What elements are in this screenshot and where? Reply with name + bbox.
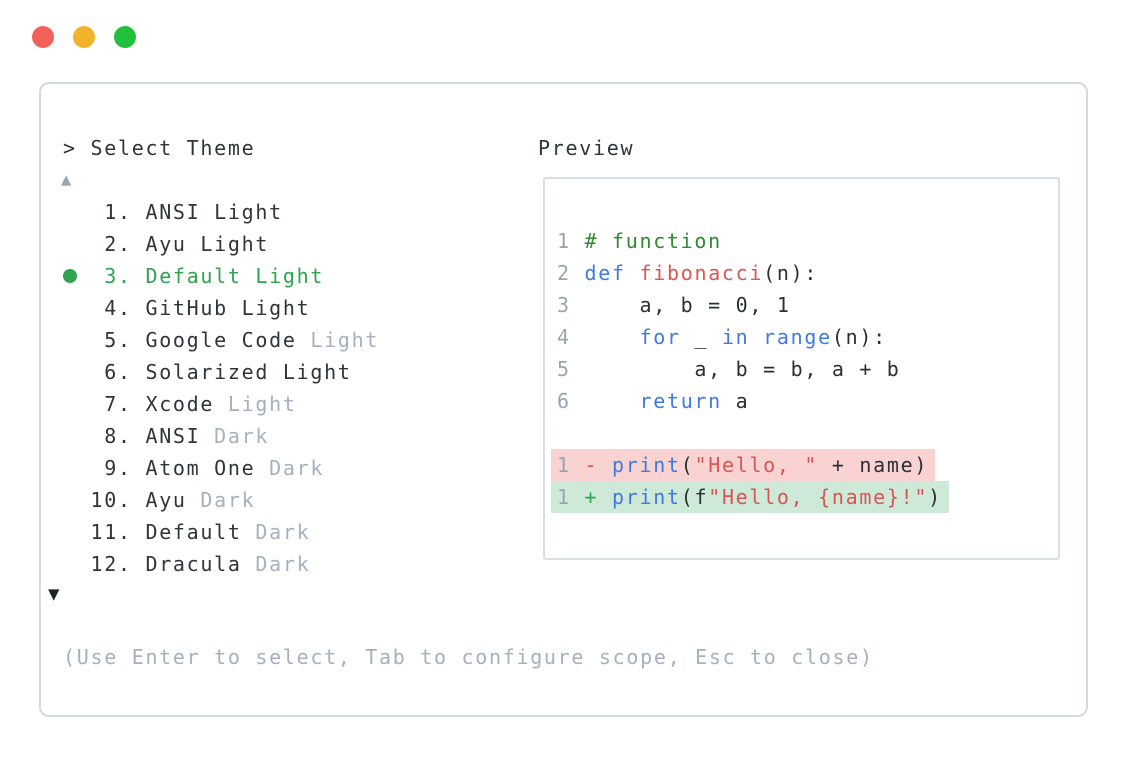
code-line: 3 a, b = 0, 1 (557, 293, 791, 317)
window-controls (32, 26, 136, 48)
theme-item-number: 4. (63, 296, 146, 320)
theme-item-number: 3. (63, 264, 146, 288)
line-number: 4 (557, 325, 571, 349)
theme-item-name: GitHub (145, 296, 242, 320)
theme-item-name: Ayu (145, 232, 201, 256)
theme-item-name: Google Code (145, 328, 311, 352)
theme-item-variant: Dark (200, 488, 256, 512)
theme-item-number: 11. (63, 520, 146, 544)
theme-item-number: 6. (63, 360, 146, 384)
theme-item-number: 10. (63, 488, 146, 512)
theme-item-name: Xcode (145, 392, 228, 416)
theme-item-name: Default (145, 520, 256, 544)
code-line: 4 for _ in range(n): (557, 325, 887, 349)
theme-item-variant: Dark (255, 520, 311, 544)
scroll-up-icon[interactable]: ▲ (61, 170, 73, 190)
line-number: 6 (557, 389, 571, 413)
theme-selector-panel: > Select Theme ▲ 1. ANSI Light 2. Ayu Li… (39, 82, 1088, 717)
line-number: 3 (557, 293, 571, 317)
line-number: 1 (557, 453, 571, 477)
theme-item-number: 2. (63, 232, 146, 256)
theme-item-variant: Light (227, 392, 297, 416)
theme-item-number: 12. (63, 552, 146, 576)
theme-item-name: Atom One (145, 456, 270, 480)
scroll-down-icon[interactable]: ▼ (48, 583, 62, 605)
theme-item-number: 9. (63, 456, 146, 480)
theme-item-variant: Light (200, 232, 270, 256)
line-number: 5 (557, 357, 571, 381)
theme-item-name: Ayu (145, 488, 201, 512)
code-line-blank (557, 417, 1058, 449)
line-number: 1 (557, 229, 571, 253)
theme-list-item-ansi-dark[interactable]: 8. ANSI Dark (41, 420, 541, 452)
theme-item-variant: Dark (269, 456, 325, 480)
theme-list-item-ayu-light[interactable]: 2. Ayu Light (41, 228, 541, 260)
theme-item-variant: Light (214, 200, 283, 224)
theme-item-name: Default (145, 264, 256, 288)
theme-item-number: 1. (63, 200, 146, 224)
theme-list-item-default-light[interactable]: 3. Default Light (41, 260, 541, 292)
theme-list-item-xcode-light[interactable]: 7. Xcode Light (41, 388, 541, 420)
theme-item-name: Dracula (145, 552, 256, 576)
maximize-window-dot-icon[interactable] (114, 26, 136, 48)
theme-list: 1. ANSI Light 2. Ayu Light 3. Default Li… (41, 196, 541, 580)
theme-list-item-ayu-dark[interactable]: 10. Ayu Dark (41, 484, 541, 516)
theme-list-item-google-code-light[interactable]: 5. Google Code Light (41, 324, 541, 356)
code-line: 1 - print("Hello, " + name) (551, 449, 1058, 481)
line-number: 1 (557, 485, 571, 509)
theme-item-name: ANSI (145, 424, 215, 448)
theme-list-item-dracula-dark[interactable]: 12. Dracula Dark (41, 548, 541, 580)
code-line: 1 + print(f"Hello, {name}!") (551, 481, 1058, 513)
code-line: 1 # function (557, 229, 722, 253)
theme-item-variant: Light (241, 296, 311, 320)
close-window-dot-icon[interactable] (32, 26, 54, 48)
theme-item-number: 5. (63, 328, 146, 352)
theme-item-name: Solarized (145, 360, 283, 384)
theme-list-item-github-light[interactable]: 4. GitHub Light (41, 292, 541, 324)
theme-item-variant: Light (255, 264, 325, 288)
theme-item-variant: Light (282, 360, 352, 384)
theme-list-item-ansi-light[interactable]: 1. ANSI Light (41, 196, 541, 228)
theme-item-variant: Dark (214, 424, 270, 448)
theme-list-item-default-dark[interactable]: 11. Default Dark (41, 516, 541, 548)
select-theme-prompt: > Select Theme (63, 136, 256, 160)
theme-item-variant: Dark (255, 552, 311, 576)
code-line: 6 return a (557, 389, 750, 413)
selected-bullet-icon (63, 269, 77, 283)
code-line: 5 a, b = b, a + b (557, 357, 901, 381)
code-line: 2 def fibonacci(n): (557, 261, 819, 285)
minimize-window-dot-icon[interactable] (73, 26, 95, 48)
theme-list-item-atom-one-dark[interactable]: 9. Atom One Dark (41, 452, 541, 484)
code-preview-box: 1 # function 2 def fibonacci(n): 3 a, b = … (543, 177, 1060, 560)
keyboard-hints: (Use Enter to select, Tab to configure s… (63, 645, 874, 669)
preview-label: Preview (538, 136, 635, 160)
theme-item-number: 8. (63, 424, 146, 448)
theme-item-number: 7. (63, 392, 146, 416)
theme-item-name: ANSI (145, 200, 215, 224)
theme-item-variant: Light (310, 328, 380, 352)
line-number: 2 (557, 261, 571, 285)
theme-list-item-solarized-light[interactable]: 6. Solarized Light (41, 356, 541, 388)
